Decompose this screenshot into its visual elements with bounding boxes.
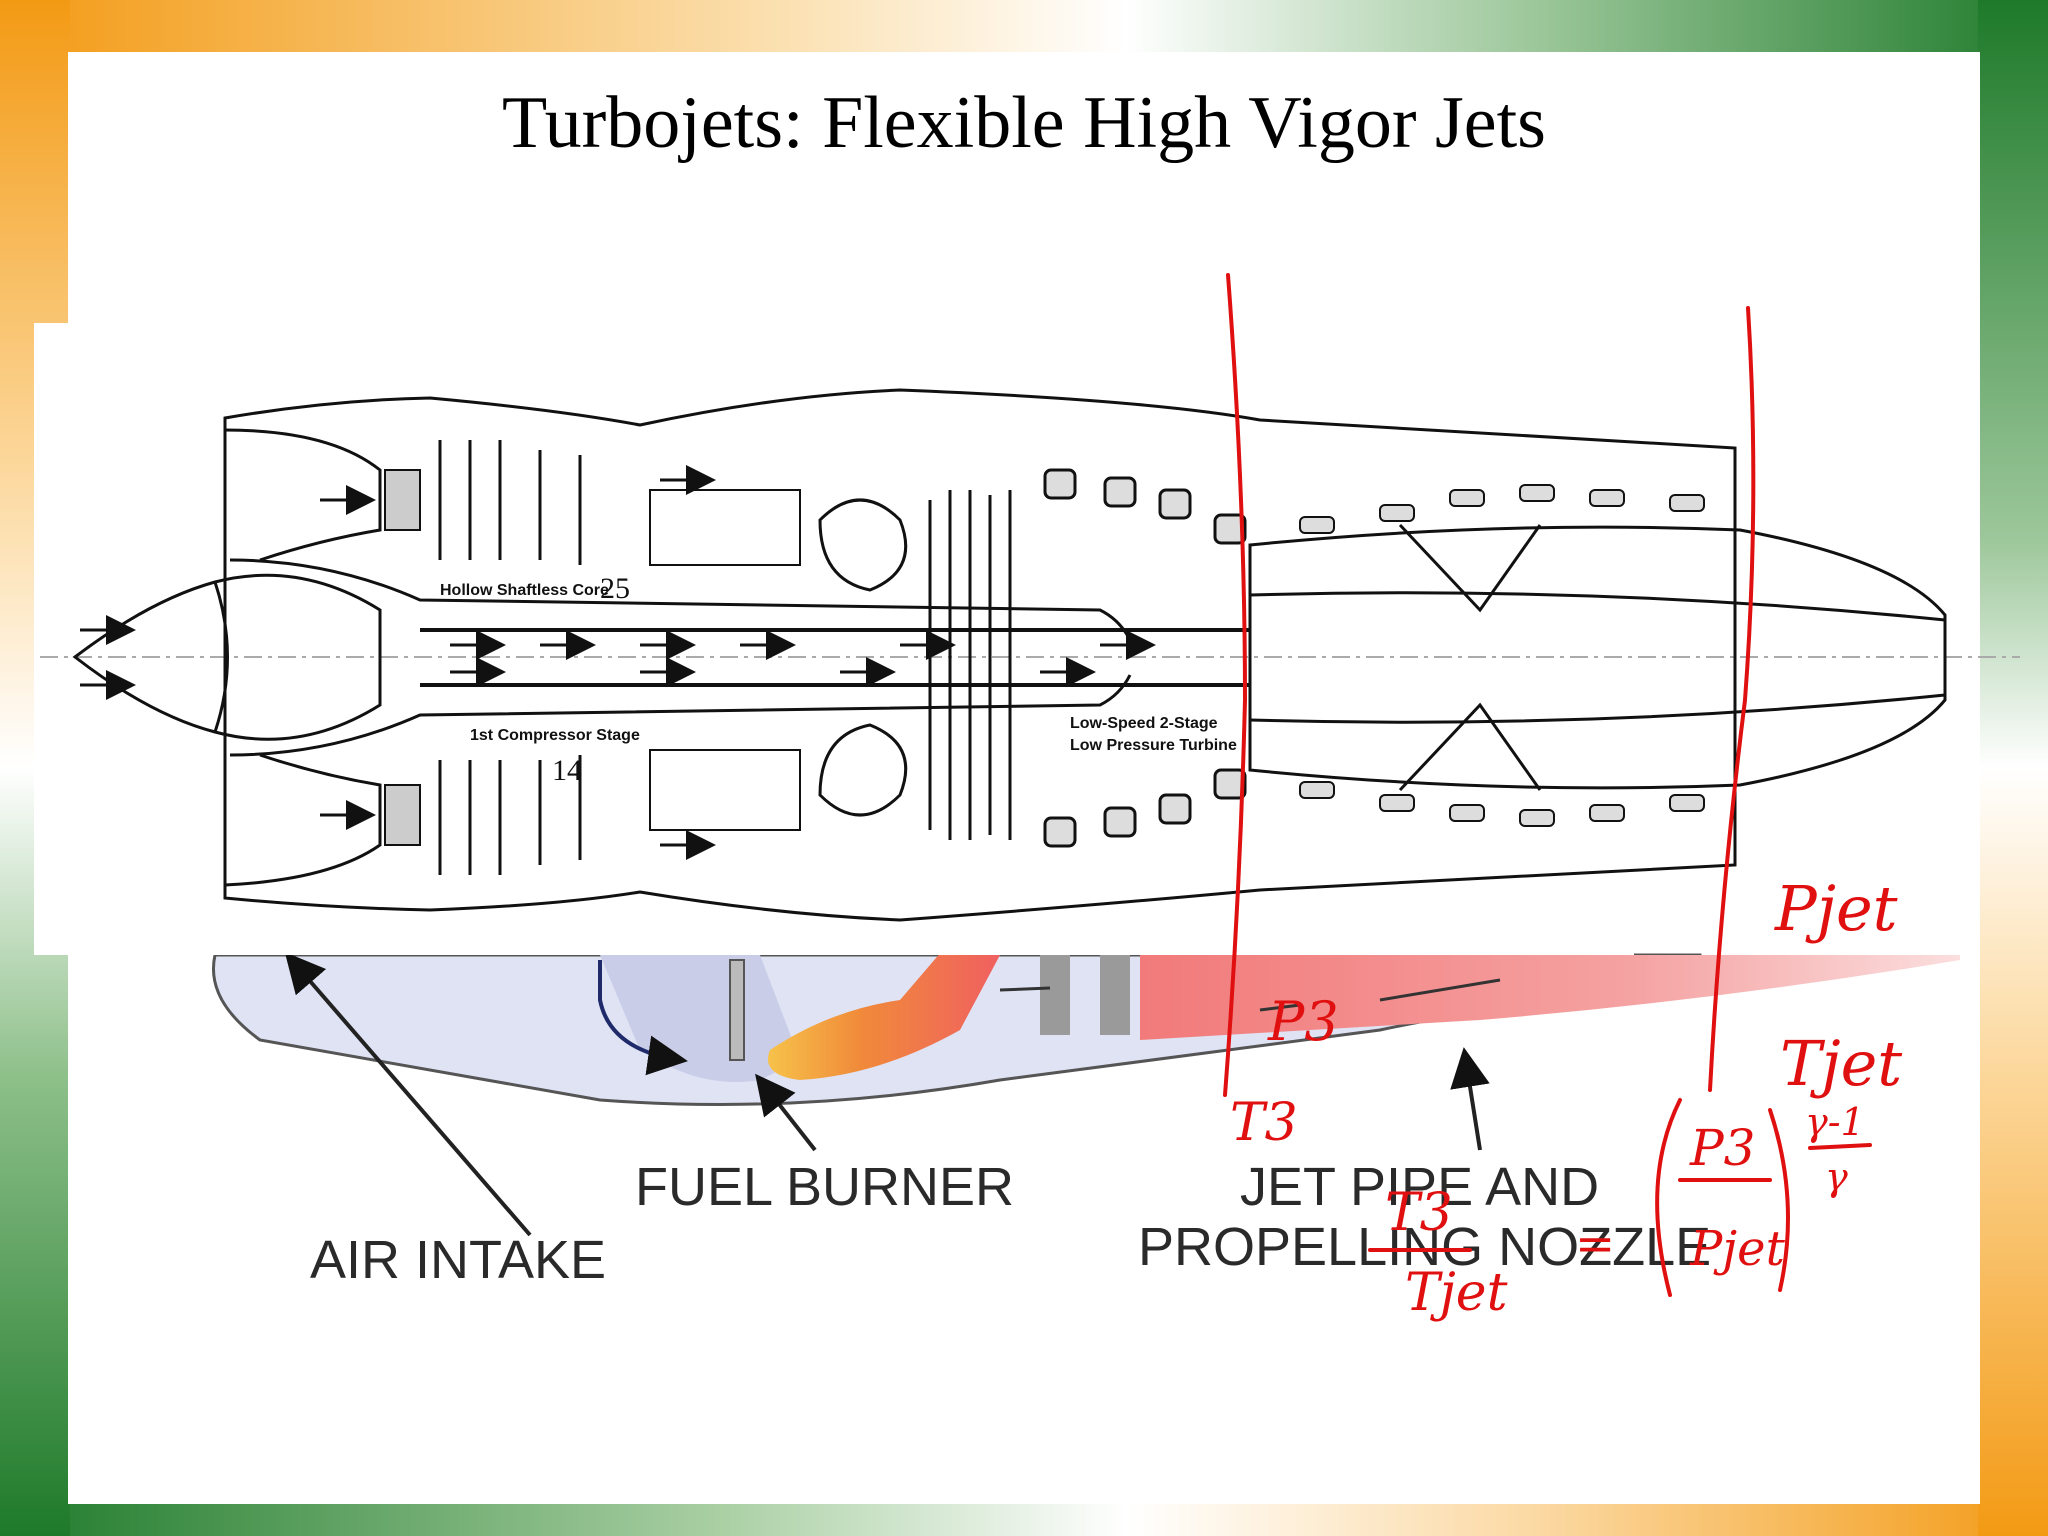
- inner-numerator: P3: [1689, 1119, 1755, 1177]
- equation-numerator: T3: [1385, 1183, 1453, 1243]
- jet-pipe-leader: [1450, 1047, 1490, 1151]
- lower-engine-diagram: AIR INTAKE FUEL BURNER JET PIPE AND PROP…: [212, 930, 1960, 1290]
- outer-casing: [223, 388, 1737, 922]
- lp-turbine-pads-upper: [1043, 468, 1247, 545]
- exhaust-cone: [1248, 525, 1947, 790]
- right-paren: [1768, 1108, 1790, 1292]
- afterburner-pads-lower: [1299, 781, 1705, 827]
- exponent-denominator: γ: [1825, 1155, 1848, 1199]
- inner-denominator: Pjet: [1689, 1221, 1786, 1277]
- station-3-line: [1223, 273, 1248, 1097]
- hollow-core-label: Hollow Shaftless Core: [440, 582, 609, 599]
- compressor-stages: [438, 440, 582, 875]
- equation-equals: =: [1575, 1216, 1615, 1272]
- left-paren: [1655, 1098, 1682, 1297]
- air-intake-label: AIR INTAKE: [310, 1230, 606, 1290]
- engine-schematic-panel: [34, 323, 1634, 955]
- combustor-lower: [818, 723, 908, 817]
- combustor-upper: [818, 498, 908, 592]
- jet-pipe-label-line1: JET PIPE AND: [1240, 1157, 1599, 1217]
- t3-annotation: T3: [1230, 1093, 1298, 1153]
- turbojet-cutaway-diagram: Hollow Shaftless Core 25 1st Compressor …: [40, 388, 2020, 922]
- combustion-flame: [768, 930, 1000, 1080]
- afterburner-pads-upper: [1299, 484, 1705, 534]
- hot-gas-flow: [1140, 955, 1960, 1040]
- tjet-annotation: Tjet: [1780, 1027, 1902, 1100]
- hp-compressor-blades: [649, 489, 801, 831]
- flameholder-lower: [1398, 702, 1542, 792]
- lp-turbine-label-line1: Low-Speed 2-Stage: [1070, 715, 1218, 732]
- nose-cone: [72, 573, 382, 741]
- equation-denominator: Tjet: [1405, 1263, 1508, 1323]
- hollow-core-number: 25: [600, 572, 630, 605]
- flameholder-upper: [1398, 523, 1542, 613]
- station-jet-line: [1708, 306, 1756, 1092]
- first-stage-number: 14: [552, 754, 582, 787]
- airflow-arrows: [80, 465, 1156, 860]
- p3-annotation: P3: [1267, 990, 1339, 1053]
- intake-lower: [224, 753, 382, 887]
- pjet-annotation: Pjet: [1774, 872, 1898, 945]
- slide-title: Turbojets: Flexible High Vigor Jets: [502, 82, 1546, 164]
- exponent-numerator: γ-1: [1805, 1100, 1865, 1144]
- first-stage-label: 1st Compressor Stage: [470, 727, 640, 744]
- lp-turbine-label-line2: Low Pressure Turbine: [1070, 737, 1237, 754]
- air-intake-leader: [284, 951, 532, 1237]
- fuel-burner-leader: [755, 1073, 817, 1152]
- exponent-bar: [1808, 1143, 1872, 1150]
- turbine-stages: [928, 490, 1012, 840]
- handwritten-annotations: [1223, 273, 1872, 1297]
- core-duct: [229, 558, 1132, 641]
- lp-turbine-pads-lower: [1043, 768, 1247, 848]
- fuel-burner-label: FUEL BURNER: [635, 1157, 1014, 1217]
- intake-upper: [224, 428, 382, 562]
- jet-pipe-label-line2: PROPELLING NOZZLE: [1138, 1217, 1711, 1277]
